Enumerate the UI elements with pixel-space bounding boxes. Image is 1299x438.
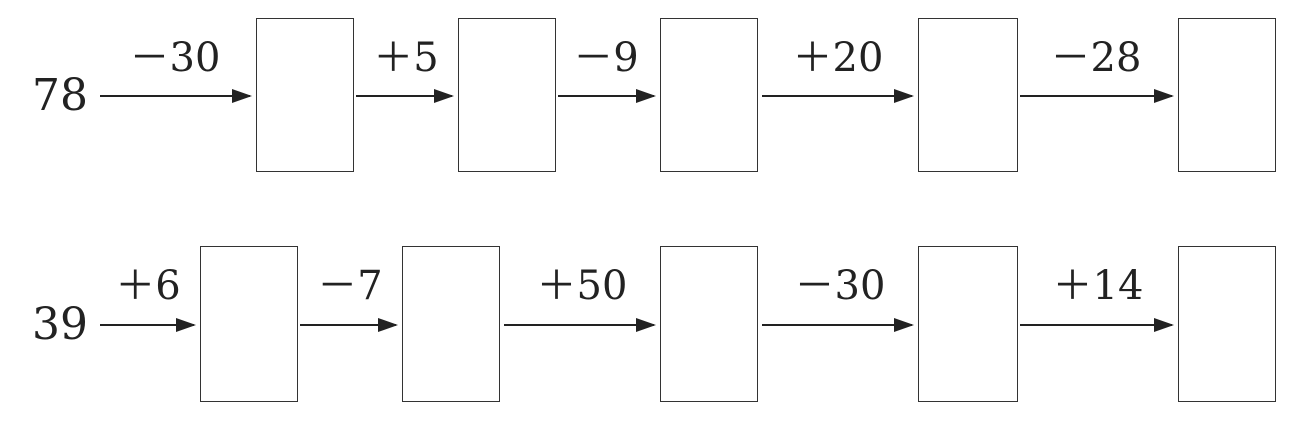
row2-answer-box-1[interactable] bbox=[200, 246, 298, 402]
row1-arrow-2 bbox=[356, 89, 454, 103]
row1-op-4: ＋20 bbox=[792, 35, 884, 81]
row2-op-3: ＋50 bbox=[536, 263, 628, 309]
row2-op-5: ＋14 bbox=[1052, 263, 1144, 309]
row1-op-1: －30 bbox=[129, 35, 221, 81]
row2-answer-box-5[interactable] bbox=[1178, 246, 1276, 402]
row2-answer-box-4[interactable] bbox=[918, 246, 1018, 402]
row2-arrow-1 bbox=[100, 318, 196, 332]
row2-arrow-4 bbox=[762, 318, 914, 332]
row1-answer-box-5[interactable] bbox=[1178, 18, 1276, 172]
row1-arrow-5 bbox=[1020, 89, 1174, 103]
row1-answer-box-2[interactable] bbox=[458, 18, 556, 172]
row1-op-3: －9 bbox=[573, 35, 639, 81]
row2-op-4: －30 bbox=[794, 263, 886, 309]
row1-answer-box-1[interactable] bbox=[256, 18, 354, 172]
row1-answer-box-4[interactable] bbox=[918, 18, 1018, 172]
row1-arrow-1 bbox=[100, 89, 252, 103]
row2-start-number: 39 bbox=[32, 299, 88, 350]
row2-answer-box-3[interactable] bbox=[660, 246, 758, 402]
row2-arrow-3 bbox=[504, 318, 656, 332]
row1-arrow-3 bbox=[558, 89, 656, 103]
row1-op-2: ＋5 bbox=[373, 35, 439, 81]
row2-arrow-5 bbox=[1020, 318, 1174, 332]
row1-start-number: 78 bbox=[32, 70, 88, 121]
row2-op-1: ＋6 bbox=[115, 263, 181, 309]
row1-op-5: －28 bbox=[1050, 35, 1142, 81]
row1-arrow-4 bbox=[762, 89, 914, 103]
row2-arrow-2 bbox=[300, 318, 398, 332]
row2-op-2: －7 bbox=[317, 263, 383, 309]
row1-answer-box-3[interactable] bbox=[660, 18, 758, 172]
row2-answer-box-2[interactable] bbox=[402, 246, 500, 402]
